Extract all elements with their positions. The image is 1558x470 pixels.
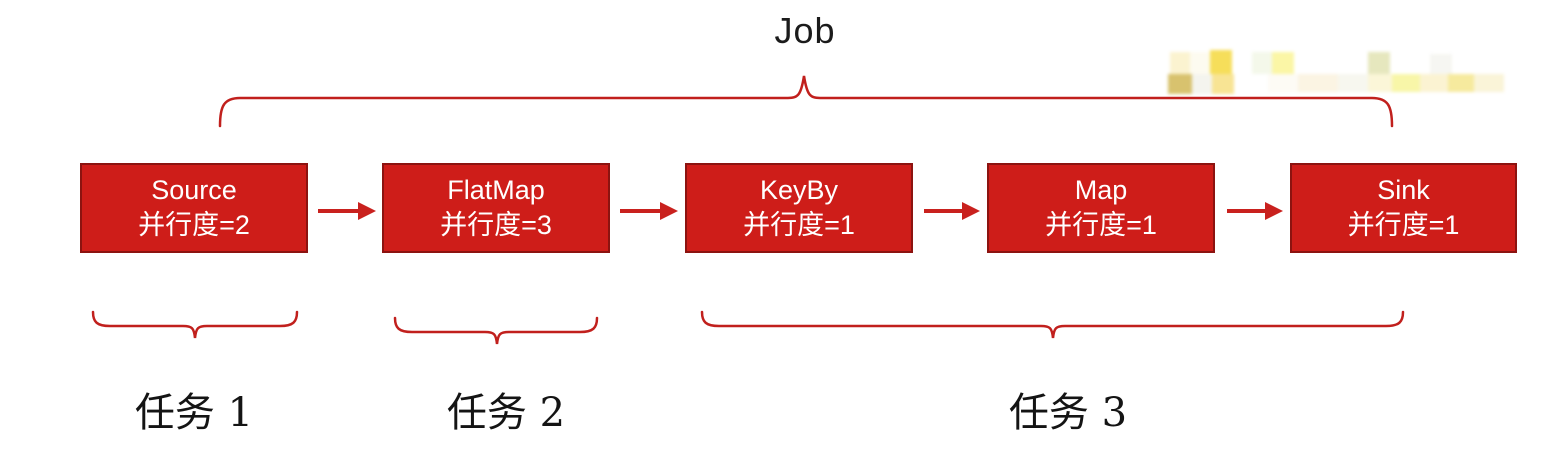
watermark-block <box>1252 52 1272 74</box>
operator-parallelism: 并行度=2 <box>138 210 250 240</box>
arrow-flatmap-keyby <box>620 202 678 220</box>
task-1-brace <box>91 310 299 339</box>
operator-node-map: Map 并行度=1 <box>987 163 1215 253</box>
task-1-label: 任务 1 <box>134 390 254 436</box>
watermark-block <box>1298 74 1338 92</box>
job-title: Job <box>774 10 836 51</box>
operator-parallelism: 并行度=3 <box>440 210 552 240</box>
arrow-source-flatmap <box>318 202 376 220</box>
task-2-brace <box>393 316 599 345</box>
task-3-brace <box>700 310 1405 339</box>
arrow-map-sink <box>1227 202 1283 220</box>
operator-node-keyby: KeyBy 并行度=1 <box>685 163 913 253</box>
watermark-block <box>1190 52 1210 74</box>
operator-name: KeyBy <box>759 174 839 205</box>
arrow-keyby-map <box>924 202 980 220</box>
task-3-label: 任务 3 <box>1008 390 1128 436</box>
watermark-block <box>1368 52 1390 74</box>
watermark-block <box>1212 74 1234 94</box>
watermark-block <box>1168 74 1192 94</box>
watermark-block <box>1420 74 1448 92</box>
operator-name: Map <box>1074 174 1128 205</box>
watermark-block <box>1268 74 1298 92</box>
operator-name: FlatMap <box>447 174 545 205</box>
operator-parallelism: 并行度=1 <box>1045 210 1157 240</box>
watermark-block <box>1430 54 1452 74</box>
operator-parallelism: 并行度=1 <box>743 210 855 240</box>
operator-name: Sink <box>1377 174 1430 205</box>
operator-name: Source <box>151 174 237 205</box>
watermark-block <box>1474 74 1504 92</box>
watermark-block <box>1272 52 1294 74</box>
watermark-block <box>1170 52 1190 74</box>
operator-node-sink: Sink 并行度=1 <box>1290 163 1517 253</box>
watermark-block <box>1368 74 1392 92</box>
watermark-block <box>1392 74 1420 92</box>
watermark-block <box>1338 74 1368 92</box>
task-2-label: 任务 2 <box>446 390 566 436</box>
operator-node-flatmap: FlatMap 并行度=3 <box>382 163 610 253</box>
watermark-block <box>1448 74 1474 92</box>
watermark-block <box>1210 50 1232 74</box>
operator-node-source: Source 并行度=2 <box>80 163 308 253</box>
job-brace <box>218 75 1394 128</box>
operator-parallelism: 并行度=1 <box>1347 210 1460 240</box>
watermark-block <box>1192 74 1212 94</box>
